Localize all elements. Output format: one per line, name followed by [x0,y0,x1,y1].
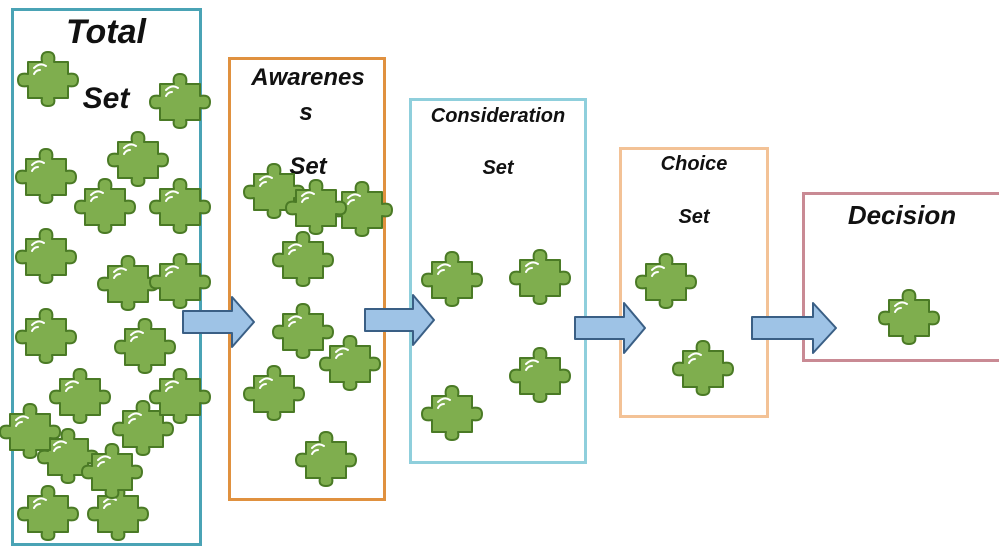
puzzle-piece-icon [15,308,77,364]
choice-set-box [619,147,769,418]
right-arrow-icon [182,296,255,348]
consideration-label: Consideration [430,105,566,127]
awareness-set-box [228,57,386,501]
choice-set-label: Set [678,206,710,228]
puzzle-piece-icon [114,318,176,374]
puzzle-piece-icon [509,249,571,305]
puzzle-piece-icon [49,368,111,424]
total-set-label: Set [82,82,130,115]
puzzle-piece-icon [509,347,571,403]
puzzle-piece-icon [272,231,334,287]
puzzle-piece-icon [17,51,79,107]
puzzle-piece-icon [97,255,159,311]
puzzle-piece-icon [295,431,357,487]
puzzle-piece-icon [421,385,483,441]
puzzle-piece-icon [107,131,169,187]
puzzle-piece-icon [15,228,77,284]
puzzle-piece-icon [635,253,697,309]
right-arrow-icon [574,302,646,354]
puzzle-piece-icon [319,335,381,391]
puzzle-piece-icon [149,73,211,129]
puzzle-piece-icon [149,368,211,424]
awareness-label-wrap: s [299,99,313,126]
puzzle-piece-icon [272,303,334,359]
right-arrow-icon [751,302,837,354]
puzzle-piece-icon [81,443,143,499]
awareness-set-label: Set [289,153,327,180]
puzzle-piece-icon [149,253,211,309]
puzzle-piece-icon [878,289,940,345]
puzzle-piece-icon [149,178,211,234]
consideration-set-box [409,98,587,464]
puzzle-piece-icon [74,178,136,234]
awareness-label: Awarenes [251,64,365,91]
puzzle-piece-icon [15,148,77,204]
right-arrow-icon [364,294,435,346]
choice-label: Choice [660,153,728,175]
consideration-set-label: Set [482,157,514,179]
puzzle-piece-icon [0,403,61,459]
puzzle-piece-icon [243,365,305,421]
total-label: Total [66,13,146,51]
puzzle-piece-icon [285,179,347,235]
decision-box [802,192,999,362]
puzzle-piece-icon [672,340,734,396]
decision-label: Decision [847,200,957,230]
puzzle-piece-icon [112,400,174,456]
puzzle-piece-icon [421,251,483,307]
puzzle-piece-icon [17,485,79,541]
